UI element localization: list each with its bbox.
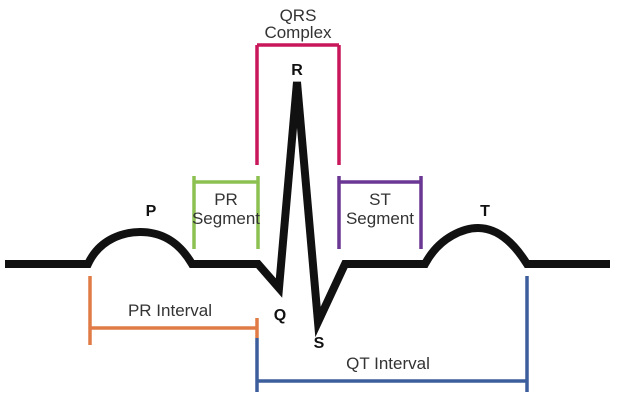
pr-interval-label: PR Interval — [128, 301, 212, 320]
pr-segment-label-line2: Segment — [192, 209, 260, 228]
qt-interval-bracket — [255, 276, 529, 392]
t-wave-label: T — [480, 203, 490, 220]
st-segment-bracket — [337, 176, 423, 249]
st-segment-label-line1: ST — [369, 190, 391, 209]
r-wave-label: R — [291, 62, 303, 79]
qrs-complex-bracket — [255, 43, 341, 165]
ecg-trace — [5, 81, 610, 338]
st-segment-label-line2: Segment — [346, 209, 414, 228]
qrs-label-line2: Complex — [264, 23, 332, 42]
qrs-label-line1: QRS — [280, 6, 317, 25]
q-wave-label: Q — [274, 307, 286, 324]
pr-segment-bracket — [192, 176, 260, 249]
pr-segment-label-line1: PR — [214, 190, 238, 209]
p-wave-label: P — [146, 203, 157, 220]
s-wave-label: S — [314, 335, 325, 352]
pr-interval-bracket — [88, 276, 259, 345]
qt-interval-label: QT Interval — [346, 354, 430, 373]
